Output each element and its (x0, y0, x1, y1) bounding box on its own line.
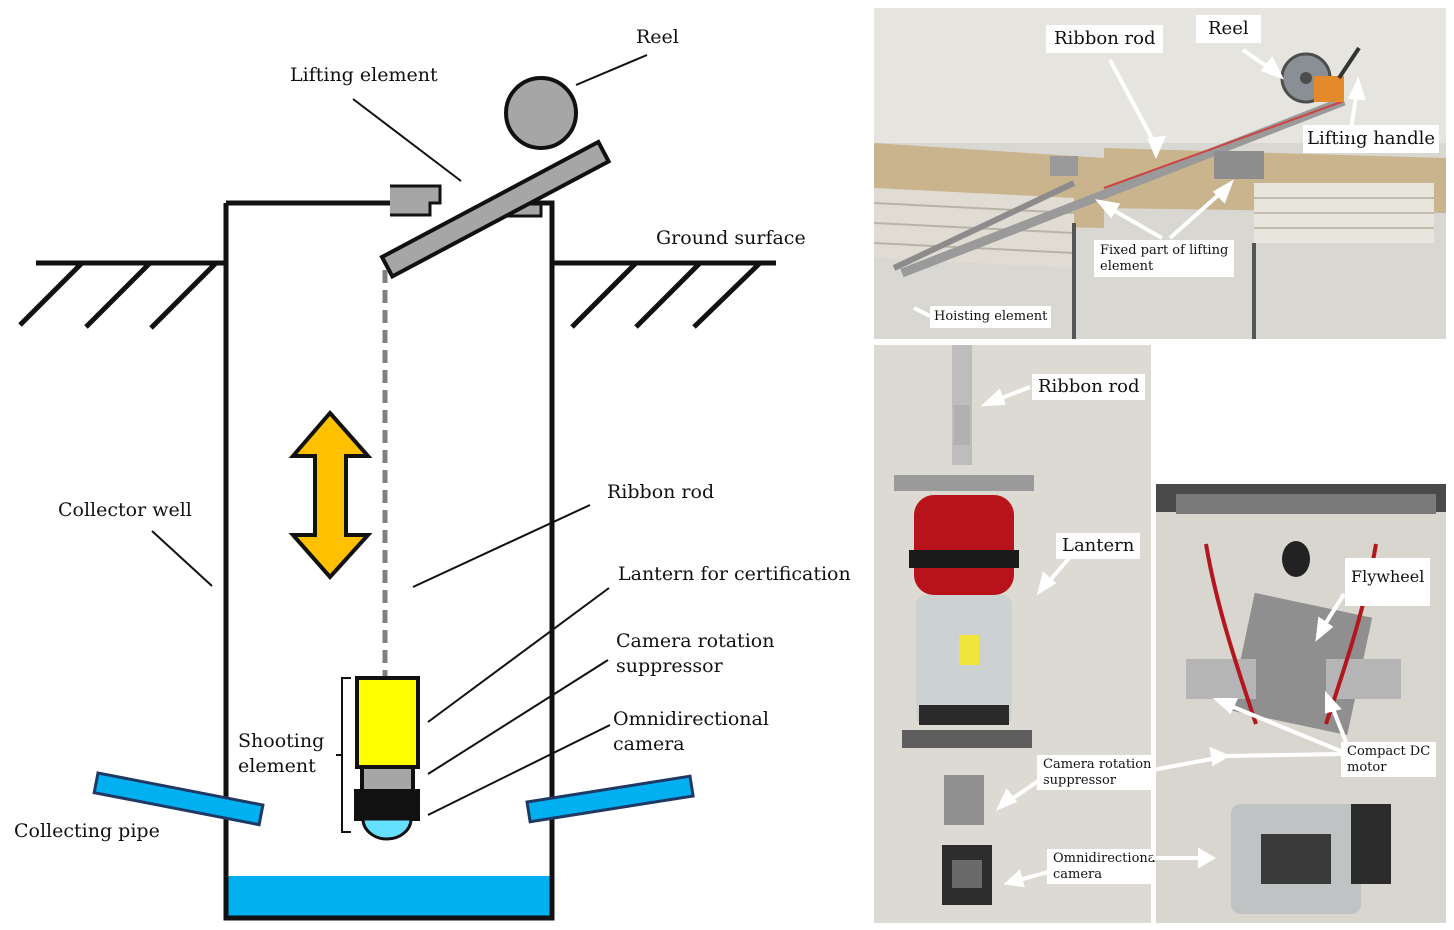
callout-br-motor: Compact DC motor (1341, 742, 1437, 778)
camera-block (354, 789, 420, 821)
callout-top-fixed-part-line2: element (1100, 258, 1154, 274)
label-shooting-line1: Shooting (238, 730, 325, 752)
callout-top-ribbon-rod: Ribbon rod (1046, 25, 1164, 53)
label-camera-rotation-line1: Camera rotation (616, 630, 775, 652)
callout-bl-camera-rotation-line2: suppressor (1043, 772, 1116, 788)
photo-lifting-apparatus-art (874, 8, 1446, 339)
label-collector-well: Collector well (58, 499, 192, 521)
callout-br-motor-line2: motor (1347, 759, 1387, 775)
photo-shooting-element-art (874, 345, 1151, 923)
leader-lines (151, 54, 648, 816)
callout-br-motor-line1: Compact DC (1347, 744, 1431, 759)
label-lantern: Lantern for certification (618, 563, 851, 585)
photo-rotation-suppressor (1156, 484, 1446, 923)
callout-top-fixed-part-line1: Fixed part of lifting (1100, 243, 1229, 258)
label-omni-line2: camera (613, 732, 685, 755)
callout-bl-omni-line1: Omnidirectional (1053, 851, 1160, 866)
collecting-pipe-right (525, 774, 695, 824)
label-lifting-element: Lifting element (290, 64, 438, 86)
lifting-element-bar (379, 139, 612, 280)
collecting-pipe-left (92, 771, 265, 827)
top-photo-arrows (913, 48, 1366, 318)
water (228, 876, 553, 918)
photo-lifting-apparatus (874, 8, 1446, 339)
label-shooting-line2: element (238, 754, 316, 777)
label-reel: Reel (636, 26, 679, 48)
ground-surface (18, 260, 776, 330)
label-camera-rotation: Camera rotation suppressor (616, 629, 774, 678)
label-collecting-pipe: Collecting pipe (14, 820, 160, 842)
br-photo-arrows-2 (1152, 746, 1231, 869)
rotation-suppressor-block (360, 765, 415, 793)
label-shooting-element: Shooting element (238, 729, 324, 778)
callout-top-hoisting-element: Hoisting element (930, 306, 1052, 328)
callout-top-reel: Reel (1196, 15, 1261, 43)
reel (504, 76, 578, 150)
br-photo-arrows (1212, 592, 1348, 758)
fixed-bracket (390, 184, 442, 217)
label-ribbon-rod: Ribbon rod (607, 481, 715, 503)
label-omni-line1: Omnidirectional (613, 708, 769, 730)
callout-br-flywheel: Flywheel (1345, 558, 1431, 606)
callout-top-fixed-part: Fixed part of lifting element (1094, 240, 1235, 278)
label-camera-rotation-line2: suppressor (616, 654, 723, 677)
shooting-element-bracket (336, 677, 351, 833)
callout-bl-omni-line2: camera (1053, 866, 1103, 882)
label-omni-camera: Omnidirectional camera (613, 707, 769, 756)
label-ground-surface: Ground surface (656, 227, 806, 249)
lantern-block (355, 676, 420, 769)
camera-lens (361, 817, 413, 841)
well-schematic (18, 54, 776, 921)
callout-top-lifting-handle: Lifting handle (1303, 125, 1440, 153)
bl-photo-arrows (980, 385, 1078, 888)
callout-bl-ribbon-rod: Ribbon rod (1032, 374, 1146, 400)
callout-bl-omni-camera: Omnidirectional camera (1047, 849, 1166, 885)
up-down-arrow (288, 409, 373, 581)
photo-shooting-element (874, 345, 1151, 923)
photo-rotation-suppressor-art (1156, 484, 1446, 923)
callout-bl-camera-rotation-line1: Camera rotation (1043, 757, 1152, 772)
